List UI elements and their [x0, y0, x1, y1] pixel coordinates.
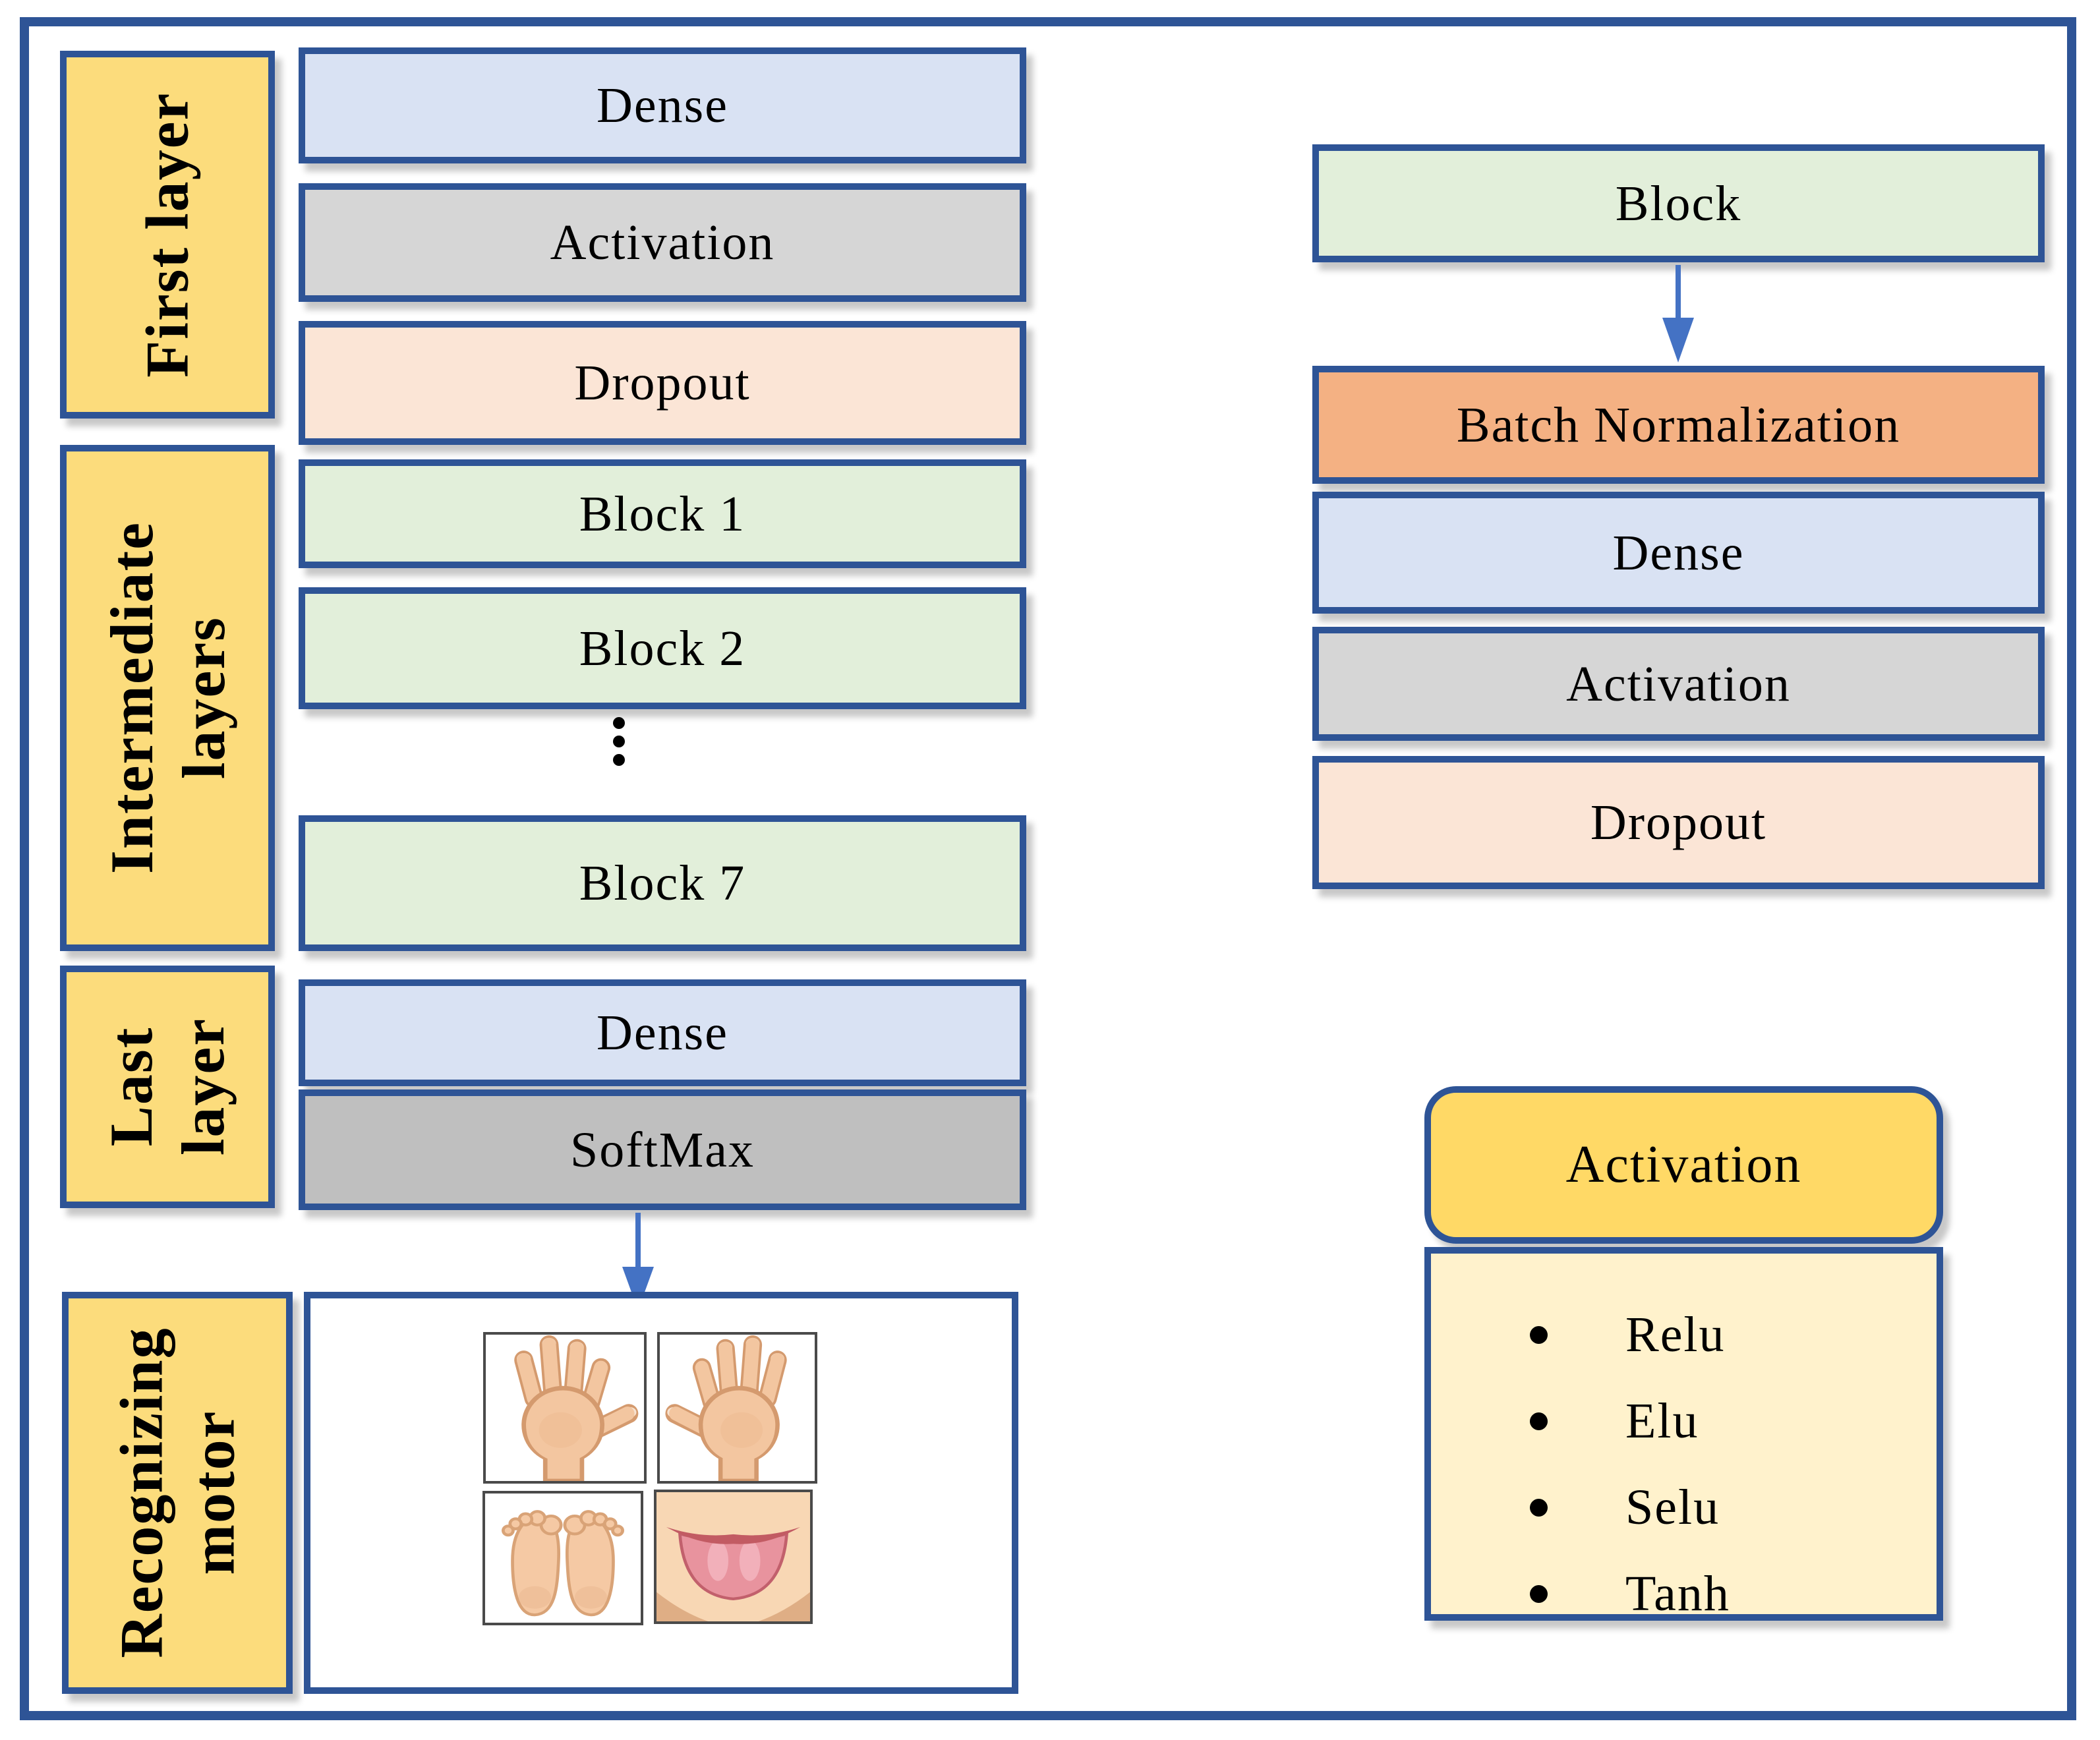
activation-detail-box: Activation — [1312, 627, 2045, 741]
list-item-tanh: Tanh — [1431, 1551, 1937, 1637]
activation-layer-box-1: Activation — [299, 183, 1026, 302]
bullet-icon — [1530, 1499, 1548, 1517]
ellipsis-dots — [612, 714, 626, 773]
dropout-detail-box: Dropout — [1312, 756, 2045, 889]
recognizing-motor-label-box: Recognizing motor — [62, 1292, 293, 1694]
outer-frame — [20, 17, 2076, 1720]
dense-layer-box-2: Dense — [299, 979, 1026, 1086]
block-1-box: Block 1 — [299, 459, 1026, 568]
bullet-icon — [1530, 1326, 1548, 1344]
last-layer-label-box: Last layer — [60, 966, 275, 1208]
feet-icon — [502, 1510, 624, 1617]
first-layer-label-box: First layer — [60, 51, 275, 419]
list-item-relu: Relu — [1431, 1292, 1937, 1378]
softmax-output-arrow-icon — [617, 1213, 659, 1312]
dropout-layer-box-1: Dropout — [299, 321, 1026, 445]
list-item-elu: Elu — [1431, 1378, 1937, 1464]
hand-icon — [514, 1335, 639, 1481]
batch-normalization-box: Batch Normalization — [1312, 366, 2045, 484]
first-layer-label: First layer — [133, 92, 201, 378]
bullet-icon — [1530, 1412, 1548, 1430]
dense-layer-box-1: Dense — [299, 47, 1026, 163]
block-to-batchnorm-arrow-icon — [1657, 265, 1699, 364]
block-7-box: Block 7 — [299, 815, 1026, 951]
activation-panel-header: Activation — [1424, 1086, 1943, 1244]
tongue-icon — [656, 1492, 810, 1621]
last-layer-label: Last layer — [98, 1018, 237, 1156]
hand-image-right — [657, 1332, 817, 1484]
list-item-selu: Selu — [1431, 1464, 1937, 1551]
softmax-layer-box: SoftMax — [299, 1089, 1026, 1210]
tongue-image — [654, 1490, 813, 1624]
intermediate-layers-label-box: Intermediate layers — [60, 445, 275, 951]
dense-detail-box: Dense — [1312, 492, 2045, 614]
hand-image-left — [483, 1332, 647, 1484]
block-detail-box: Block — [1312, 144, 2045, 262]
activation-options-list: Relu Elu Selu Tanh — [1424, 1247, 1943, 1621]
bullet-icon — [1530, 1585, 1548, 1603]
intermediate-layers-label: Intermediate layers — [98, 521, 237, 875]
feet-image — [482, 1491, 643, 1625]
hand-mirrored-icon — [665, 1335, 787, 1481]
block-2-box: Block 2 — [299, 587, 1026, 709]
recognizing-motor-label: Recognizing motor — [107, 1327, 247, 1659]
